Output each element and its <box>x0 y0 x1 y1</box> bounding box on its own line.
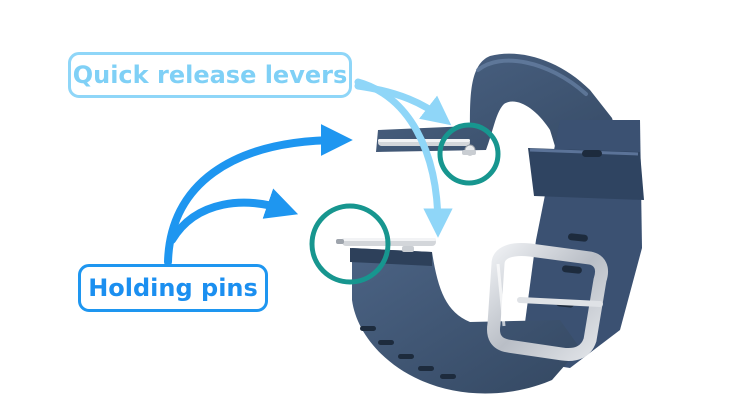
band-hole <box>418 366 434 371</box>
buckle <box>487 243 609 361</box>
pins-arrow-lower <box>168 188 299 244</box>
pin-highlight-circle <box>309 203 391 285</box>
holding-pins-text: Holding pins <box>88 274 258 302</box>
watch-band <box>350 53 644 394</box>
keeper-loop <box>528 148 644 200</box>
lever-highlight-circle <box>437 122 501 186</box>
band-hole <box>561 265 582 274</box>
levers-arrow-long <box>354 78 453 238</box>
band-hole <box>440 374 456 379</box>
band-hole <box>582 150 602 157</box>
quick-release-levers-label: Quick release levers <box>68 52 352 98</box>
holding-pins-label: Holding pins <box>78 264 268 312</box>
band-hole <box>398 354 414 359</box>
band-hole <box>378 340 394 345</box>
band-hole <box>567 233 588 242</box>
quick-release-levers-text: Quick release levers <box>72 61 348 89</box>
levers-arrow-short <box>354 82 452 126</box>
band-hole <box>360 326 376 331</box>
